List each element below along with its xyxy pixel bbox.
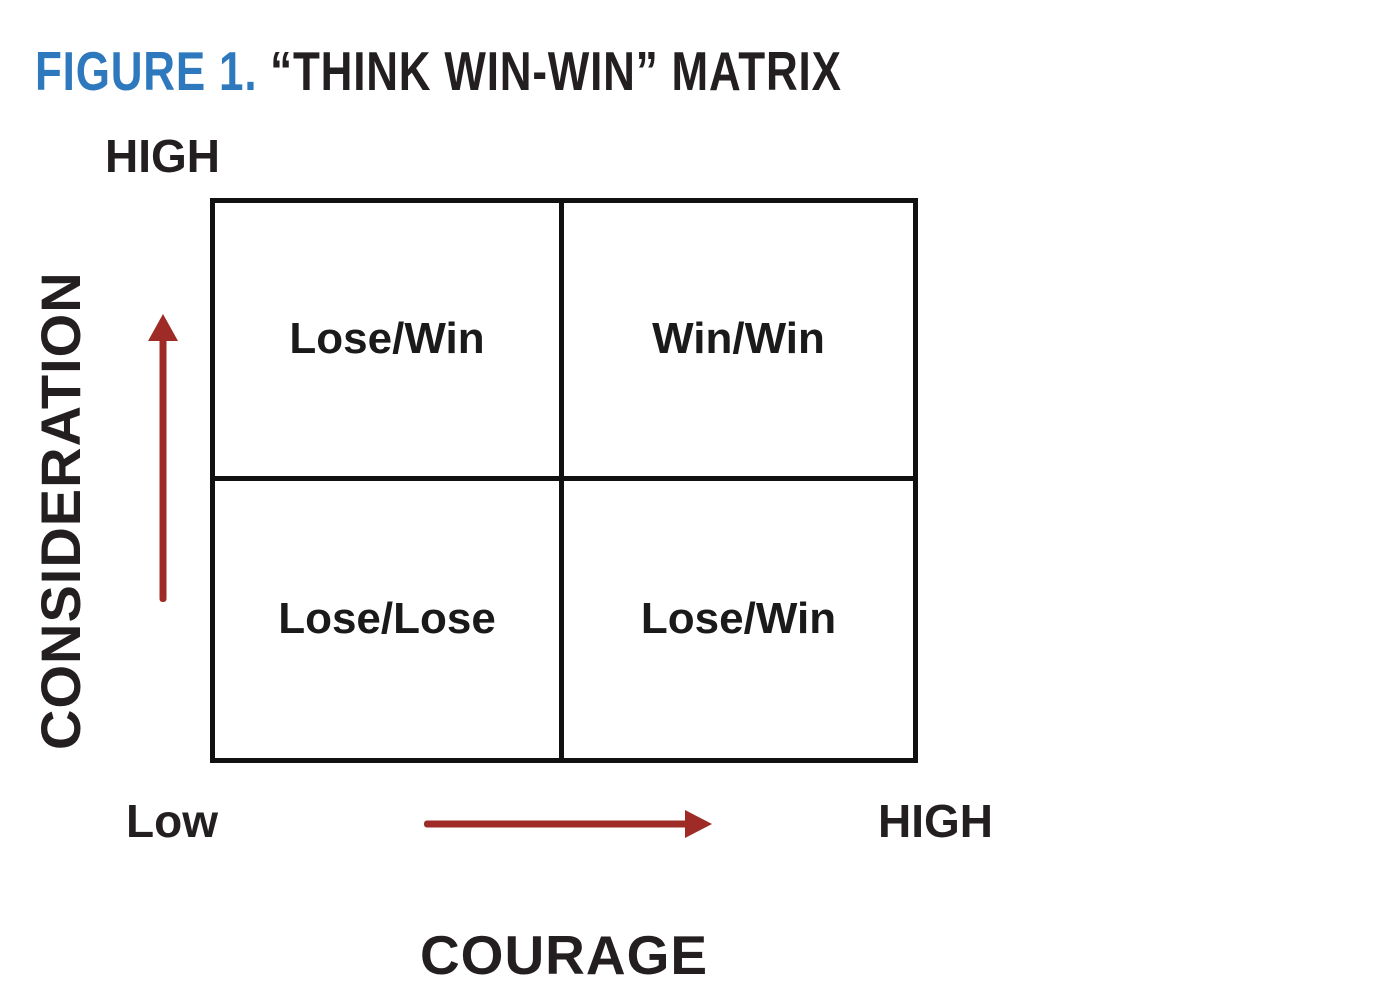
x-axis-low-label: Low xyxy=(126,795,218,847)
figure-name: “THINK WIN-WIN” MATRIX xyxy=(270,40,842,102)
quadrant-bottom-left: Lose/Lose xyxy=(215,480,564,758)
quadrant-label: Lose/Win xyxy=(289,314,485,364)
right-arrow-icon xyxy=(424,810,712,838)
quadrant-label: Win/Win xyxy=(652,314,825,364)
figure-label: FIGURE 1. xyxy=(35,40,258,102)
quadrant-top-left: Lose/Win xyxy=(215,203,564,481)
up-arrow-icon xyxy=(148,314,178,602)
y-axis-title: CONSIDERATION xyxy=(29,271,92,750)
quadrant-top-right: Win/Win xyxy=(564,203,913,481)
quadrant-bottom-right: Lose/Win xyxy=(564,481,913,759)
figure-title: FIGURE 1. “THINK WIN-WIN” MATRIX xyxy=(35,44,842,99)
x-axis-high-label: HIGH xyxy=(878,795,993,847)
y-axis-high-label: HIGH xyxy=(105,130,220,182)
quadrant-label: Lose/Lose xyxy=(278,594,496,644)
x-axis-title: COURAGE xyxy=(419,924,709,986)
quadrant-label: Lose/Win xyxy=(640,594,837,644)
matrix-grid: Lose/Win Win/Win Lose/Lose Lose/Win xyxy=(210,198,918,763)
